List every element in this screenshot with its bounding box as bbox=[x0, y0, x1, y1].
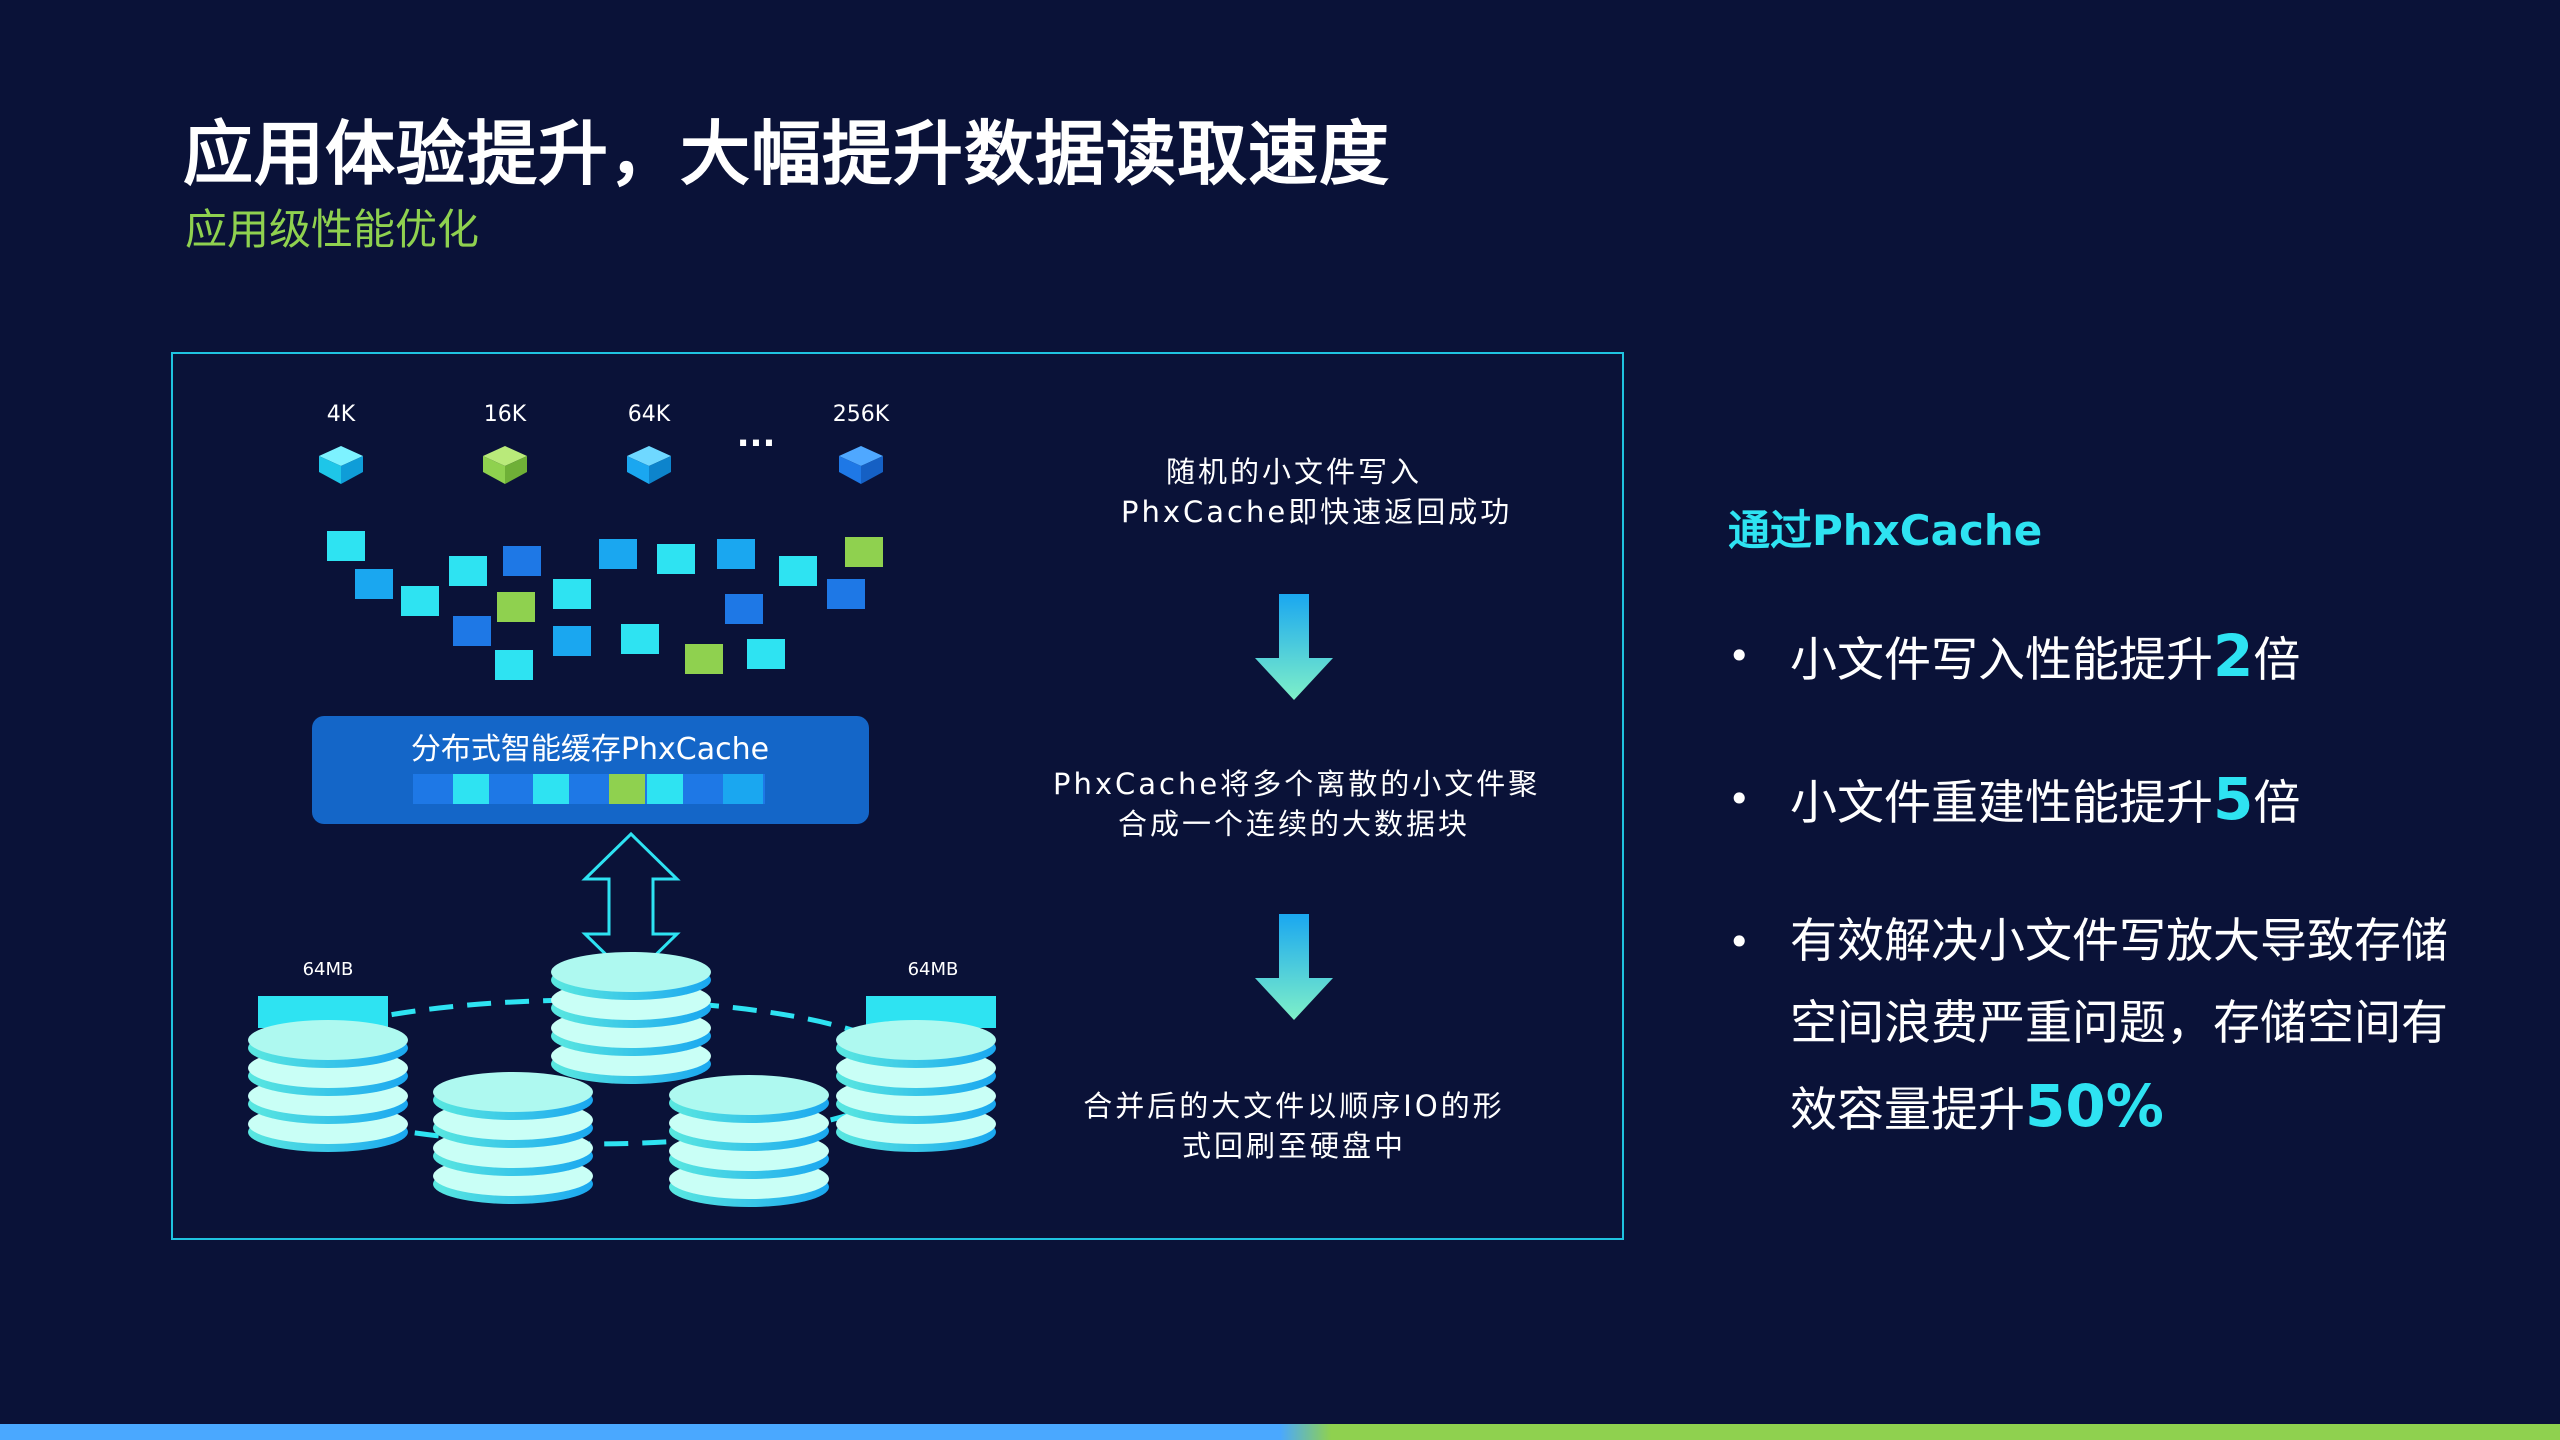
bottom-accent-bar bbox=[0, 1424, 2560, 1440]
step-3-text: 合并后的大文件以顺序IO的形 式回刷至硬盘中 bbox=[1063, 1086, 1525, 1166]
disk-stack-left bbox=[248, 996, 408, 1152]
slide-title: 应用体验提升，大幅提升数据读取速度 bbox=[183, 113, 1390, 195]
step-2-line-1: PhxCache将多个离散的小文件聚 bbox=[1053, 767, 1541, 801]
disk-stack-bottom-left bbox=[433, 1072, 593, 1204]
benefit-text: 小文件重建性能提升 bbox=[1790, 776, 2213, 831]
diagram-panel: 4K 16K 64K 256K ... bbox=[171, 352, 1624, 1240]
disk-stack-bottom-right bbox=[669, 1075, 829, 1207]
disk-stack-top bbox=[551, 952, 711, 1084]
cube-icon-4k bbox=[319, 446, 363, 484]
ellipsis: ... bbox=[737, 415, 776, 455]
cube-icon-256k bbox=[839, 446, 883, 484]
step-3-line-1: 合并后的大文件以顺序IO的形 bbox=[1083, 1089, 1505, 1123]
benefit-highlight: 5 bbox=[2213, 765, 2254, 833]
cube-icon-64k bbox=[627, 446, 671, 484]
size-label-4k: 4K bbox=[327, 402, 356, 427]
step-1-line-1: 随机的小文件写入 bbox=[1165, 455, 1422, 489]
down-arrow-icon-2 bbox=[1255, 914, 1333, 1020]
step-3-line-2: 式回刷至硬盘中 bbox=[1181, 1129, 1406, 1163]
benefit-highlight: 2 bbox=[2213, 622, 2254, 690]
benefit-suffix: 倍 bbox=[2253, 776, 2301, 831]
size-label-64k: 64K bbox=[628, 402, 671, 427]
benefit-item: 小文件写入性能提升2倍 bbox=[1728, 615, 2488, 702]
benefit-item: 有效解决小文件写放大导致存储空间浪费严重问题，存储空间有效容量提升50% bbox=[1728, 901, 2488, 1152]
step-2-text: PhxCache将多个离散的小文件聚 合成一个连续的大数据块 bbox=[1053, 764, 1541, 844]
block-size-left: 64MB bbox=[303, 959, 354, 980]
phxcache-box: 分布式智能缓存PhxCache bbox=[312, 716, 869, 824]
phxcache-label: 分布式智能缓存PhxCache bbox=[411, 732, 769, 767]
down-arrow-icon-1 bbox=[1255, 594, 1333, 700]
benefit-suffix: 倍 bbox=[2253, 633, 2301, 688]
cache-flow-diagram: 4K 16K 64K 256K ... bbox=[248, 402, 1333, 1207]
benefit-text: 小文件写入性能提升 bbox=[1790, 633, 2213, 688]
slide-subtitle: 应用级性能优化 bbox=[185, 205, 480, 254]
benefit-text: 有效解决小文件写放大导致存储空间浪费严重问题，存储空间有效容量提升 bbox=[1790, 914, 2448, 1138]
disk-stack-right bbox=[836, 996, 996, 1152]
benefit-highlight: 50% bbox=[2025, 1072, 2164, 1140]
benefit-item: 小文件重建性能提升5倍 bbox=[1728, 758, 2488, 845]
size-label-256k: 256K bbox=[833, 402, 890, 427]
small-file-blocks bbox=[327, 531, 883, 680]
step-1-text: 随机的小文件写入 PhxCache即快速返回成功 bbox=[1121, 452, 1513, 532]
block-size-right: 64MB bbox=[908, 959, 959, 980]
step-2-line-2: 合成一个连续的大数据块 bbox=[1117, 807, 1470, 841]
size-label-16k: 16K bbox=[484, 402, 527, 427]
step-1-line-2: PhxCache即快速返回成功 bbox=[1121, 495, 1513, 529]
benefits-heading: 通过PhxCache bbox=[1728, 506, 2043, 555]
cube-icon-16k bbox=[483, 446, 527, 484]
benefits-list: 小文件写入性能提升2倍 小文件重建性能提升5倍 有效解决小文件写放大导致存储空间… bbox=[1728, 615, 2488, 1208]
